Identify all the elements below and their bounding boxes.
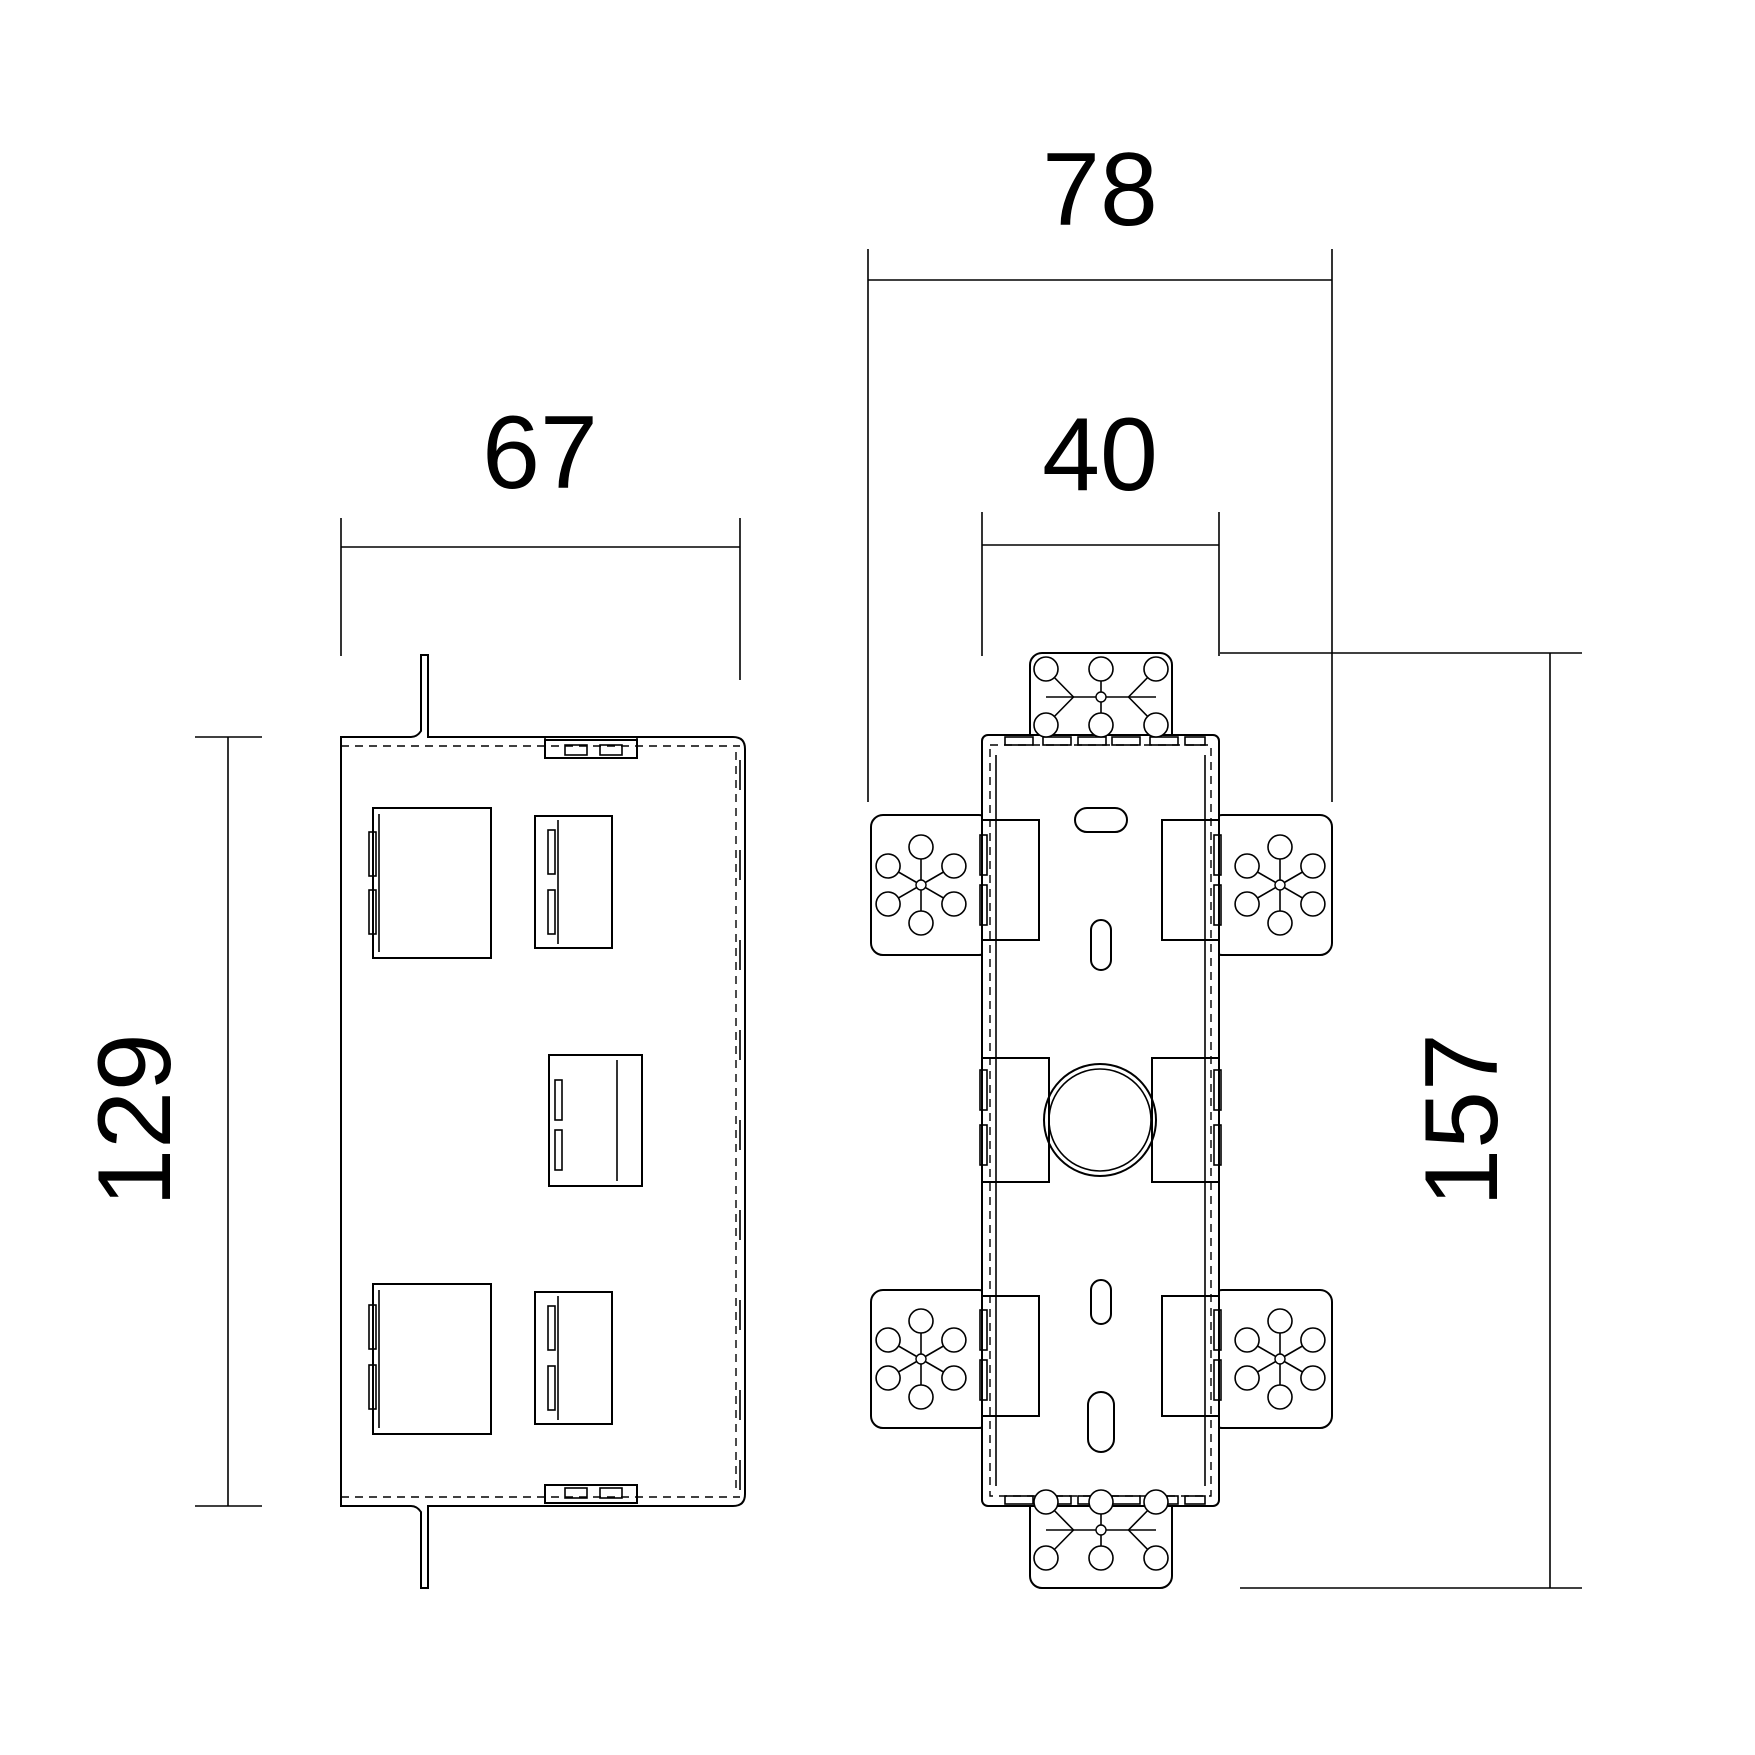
fastening-pattern-left-top [875, 834, 967, 936]
slot-bottom-lower [1087, 1391, 1115, 1453]
fastening-pattern-right-bottom [1234, 1308, 1326, 1410]
dim-label-40: 40 [1042, 397, 1158, 513]
side-view [340, 654, 746, 1589]
side-window-middle [548, 1054, 643, 1187]
front-view [870, 652, 1333, 1589]
dim-label-78: 78 [1042, 132, 1158, 248]
side-window-top-left [368, 807, 492, 959]
front-top-clips [1004, 736, 1206, 746]
front-side-brackets [979, 819, 1222, 1417]
slot-bottom-upper [1090, 1279, 1112, 1325]
dimension-lines [195, 249, 1582, 1589]
side-window-bottom-right [534, 1291, 613, 1425]
dim-label-67: 67 [482, 395, 598, 511]
fastening-pattern-right-top [1234, 834, 1326, 936]
side-window-top-right [534, 815, 613, 949]
side-bottom-clip [544, 1484, 638, 1504]
slot-top-vertical [1090, 919, 1112, 971]
ear-left-top [870, 814, 992, 956]
fastening-pattern-bottom [1033, 1489, 1169, 1571]
fastening-patterns [875, 656, 1326, 1571]
side-window-bottom-left [368, 1283, 492, 1435]
dim-label-129: 129 [77, 1033, 193, 1207]
side-view-outline [340, 654, 746, 1589]
fastening-pattern-top [1033, 656, 1169, 738]
fastening-pattern-left-bottom [875, 1308, 967, 1410]
center-knockout [1043, 1063, 1157, 1177]
ear-left-bottom [870, 1289, 992, 1429]
ear-right-bottom [1209, 1289, 1333, 1429]
front-view-box [981, 734, 1220, 1507]
ear-right-top [1209, 814, 1333, 956]
dim-label-157: 157 [1404, 1033, 1520, 1207]
side-top-clip [544, 737, 638, 759]
slot-top-horizontal [1074, 807, 1128, 833]
